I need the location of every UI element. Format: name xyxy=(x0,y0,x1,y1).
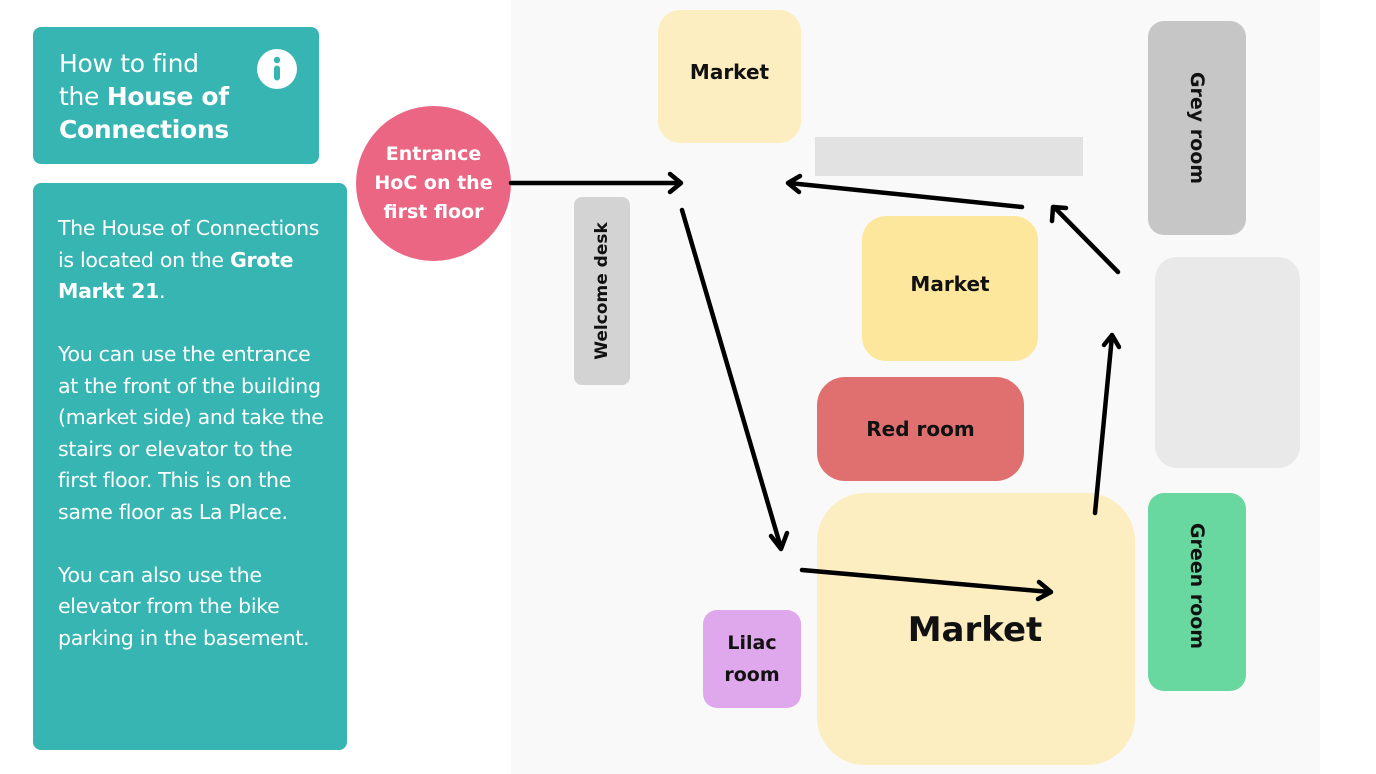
room-market-top: Market xyxy=(658,10,801,143)
title-line-1: How to find xyxy=(59,49,199,78)
entrance-marker: Entrance HoC on the first floor xyxy=(356,106,511,261)
room-unlabeled-bar xyxy=(815,137,1083,176)
room-label: Red room xyxy=(866,417,975,441)
address: Grote Markt 21 xyxy=(58,247,294,304)
room-grey: Grey room xyxy=(1148,21,1246,235)
info-paragraph-entrance: You can use the entrance at the front of… xyxy=(58,342,324,524)
info-paragraph-location: The House of Connections is located on t… xyxy=(58,213,333,308)
page-title: How to find the House of Connections xyxy=(59,47,259,146)
room-lilac: Lilac room xyxy=(703,610,801,708)
room-welcome-desk: Welcome desk xyxy=(574,197,630,385)
room-label: Green room xyxy=(1186,522,1208,650)
room-label: Market xyxy=(907,610,1043,650)
title-line-2-bold: House of xyxy=(106,82,229,111)
info-card: The House of Connections is located on t… xyxy=(33,183,347,750)
info-paragraph-elevator: You can also use the elevator from the b… xyxy=(58,562,310,650)
title-card: How to find the House of Connections xyxy=(33,27,319,164)
room-label: Market xyxy=(910,271,990,296)
info-icon xyxy=(257,49,297,89)
location-suffix: . xyxy=(159,279,166,303)
room-label: Market xyxy=(689,59,770,84)
location-text: The House of Connections is located on t… xyxy=(58,216,320,272)
room-label: Lilac room xyxy=(724,632,780,686)
room-label: Grey room xyxy=(1186,71,1209,185)
room-unlabeled-block xyxy=(1155,257,1300,468)
room-label: Welcome desk xyxy=(592,222,613,360)
title-line-3-bold: Connections xyxy=(59,115,229,144)
room-red: Red room xyxy=(817,377,1024,481)
title-line-2-prefix: the xyxy=(59,82,107,111)
entrance-label: Entrance HoC on the first floor xyxy=(374,143,493,223)
room-market-middle: Market xyxy=(862,216,1038,361)
room-market-main: Market xyxy=(817,493,1135,765)
room-green: Green room xyxy=(1148,493,1246,691)
